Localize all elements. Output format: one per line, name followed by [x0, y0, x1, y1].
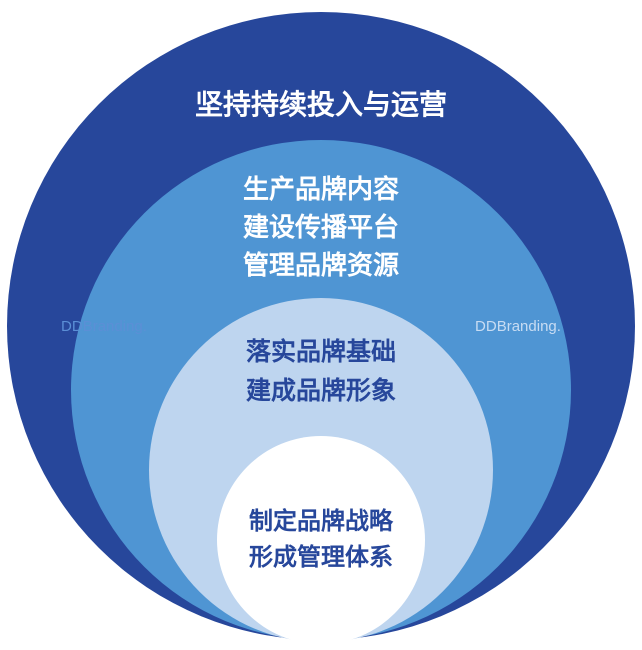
middle-layer-line-1: 生产品牌内容 [243, 174, 399, 205]
watermark-left: DDBranding. [61, 318, 147, 335]
outer-layer-line-1: 坚持持续投入与运营 [195, 88, 447, 121]
core-line-2: 形成管理体系 [249, 543, 393, 571]
middle-layer-line-2: 建设传播平台 [243, 212, 399, 243]
middle-layer-line-3: 管理品牌资源 [243, 250, 399, 281]
inner-layer-line-2: 建成品牌形象 [246, 376, 396, 405]
watermark-right: DDBranding. [475, 318, 561, 335]
core-circle [217, 436, 425, 644]
core-line-1: 制定品牌战略 [249, 507, 394, 535]
inner-layer-line-1: 落实品牌基础 [246, 337, 396, 366]
